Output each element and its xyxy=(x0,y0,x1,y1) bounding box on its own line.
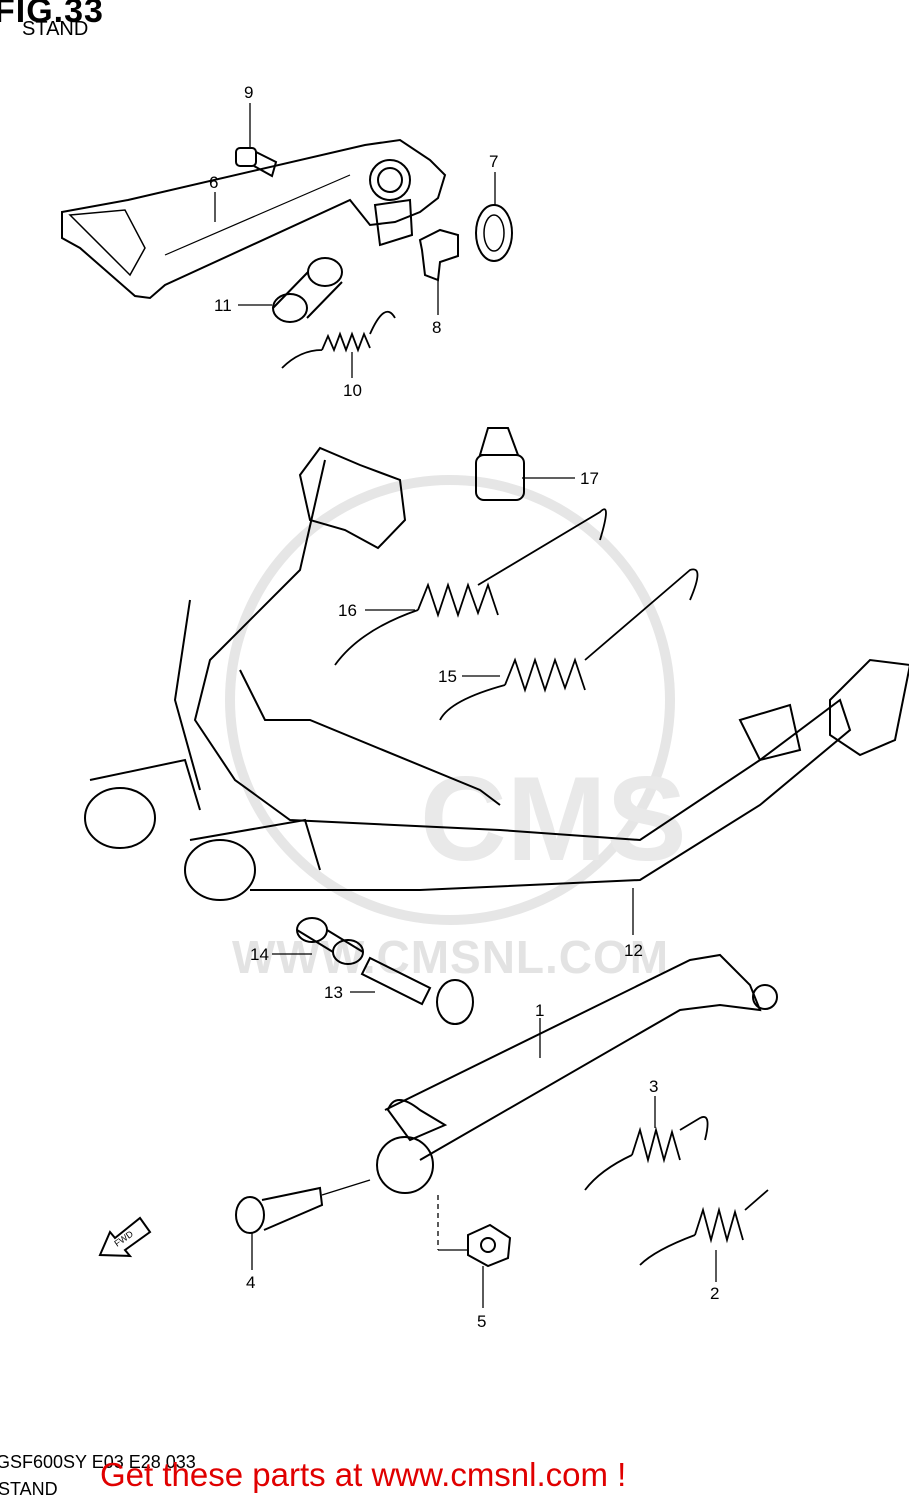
watermark-logo-text: CMS xyxy=(420,752,687,886)
footer-name: STAND xyxy=(0,1479,58,1499)
brake-pedal-part xyxy=(61,138,447,300)
callout-5: 5 xyxy=(477,1312,486,1331)
callout-12: 12 xyxy=(624,941,643,960)
callout-9: 9 xyxy=(244,83,253,102)
spring-3-part xyxy=(584,1116,709,1191)
parts-diagram: CMS xyxy=(61,83,909,1331)
callout-16: 16 xyxy=(338,601,357,620)
clip-part xyxy=(418,228,459,282)
callout-4: 4 xyxy=(246,1273,255,1292)
watermark-logo: CMS xyxy=(225,475,687,925)
callout-17: 17 xyxy=(580,469,599,488)
callout-7: 7 xyxy=(489,152,498,171)
bushing-part xyxy=(272,257,343,323)
figure-subtitle: STAND xyxy=(22,18,89,40)
figure-title: FIG.33 xyxy=(0,0,104,30)
pivot-bolt-part xyxy=(235,1186,324,1234)
stand-bolt-part xyxy=(360,956,474,1025)
leader-lines xyxy=(214,103,717,1308)
spring-small-part xyxy=(281,310,396,369)
side-stand-part xyxy=(376,953,778,1194)
spring-16-part xyxy=(334,508,607,666)
collar-part xyxy=(296,917,364,965)
callout-10: 10 xyxy=(343,381,362,400)
center-stand-part xyxy=(84,446,909,901)
callout-2: 2 xyxy=(710,1284,719,1303)
washer-part xyxy=(475,204,513,262)
callout-3: 3 xyxy=(649,1077,658,1096)
bolt-part xyxy=(235,147,278,178)
callout-13: 13 xyxy=(324,983,343,1002)
fwd-arrow-icon: FWD xyxy=(98,1216,152,1258)
nut-part xyxy=(467,1223,512,1268)
callout-14: 14 xyxy=(250,945,269,964)
callout-6: 6 xyxy=(209,173,218,192)
callout-1: 1 xyxy=(535,1001,544,1020)
spring-2-part xyxy=(639,1189,769,1266)
footer-code: GSF600SY E03 E28 033 xyxy=(0,1452,196,1472)
promo-link[interactable]: Get these parts at www.cmsnl.com ! xyxy=(100,1456,627,1493)
spring-15-part xyxy=(439,568,699,721)
callout-15: 15 xyxy=(438,667,457,686)
callout-8: 8 xyxy=(432,318,441,337)
callout-11: 11 xyxy=(214,296,232,315)
